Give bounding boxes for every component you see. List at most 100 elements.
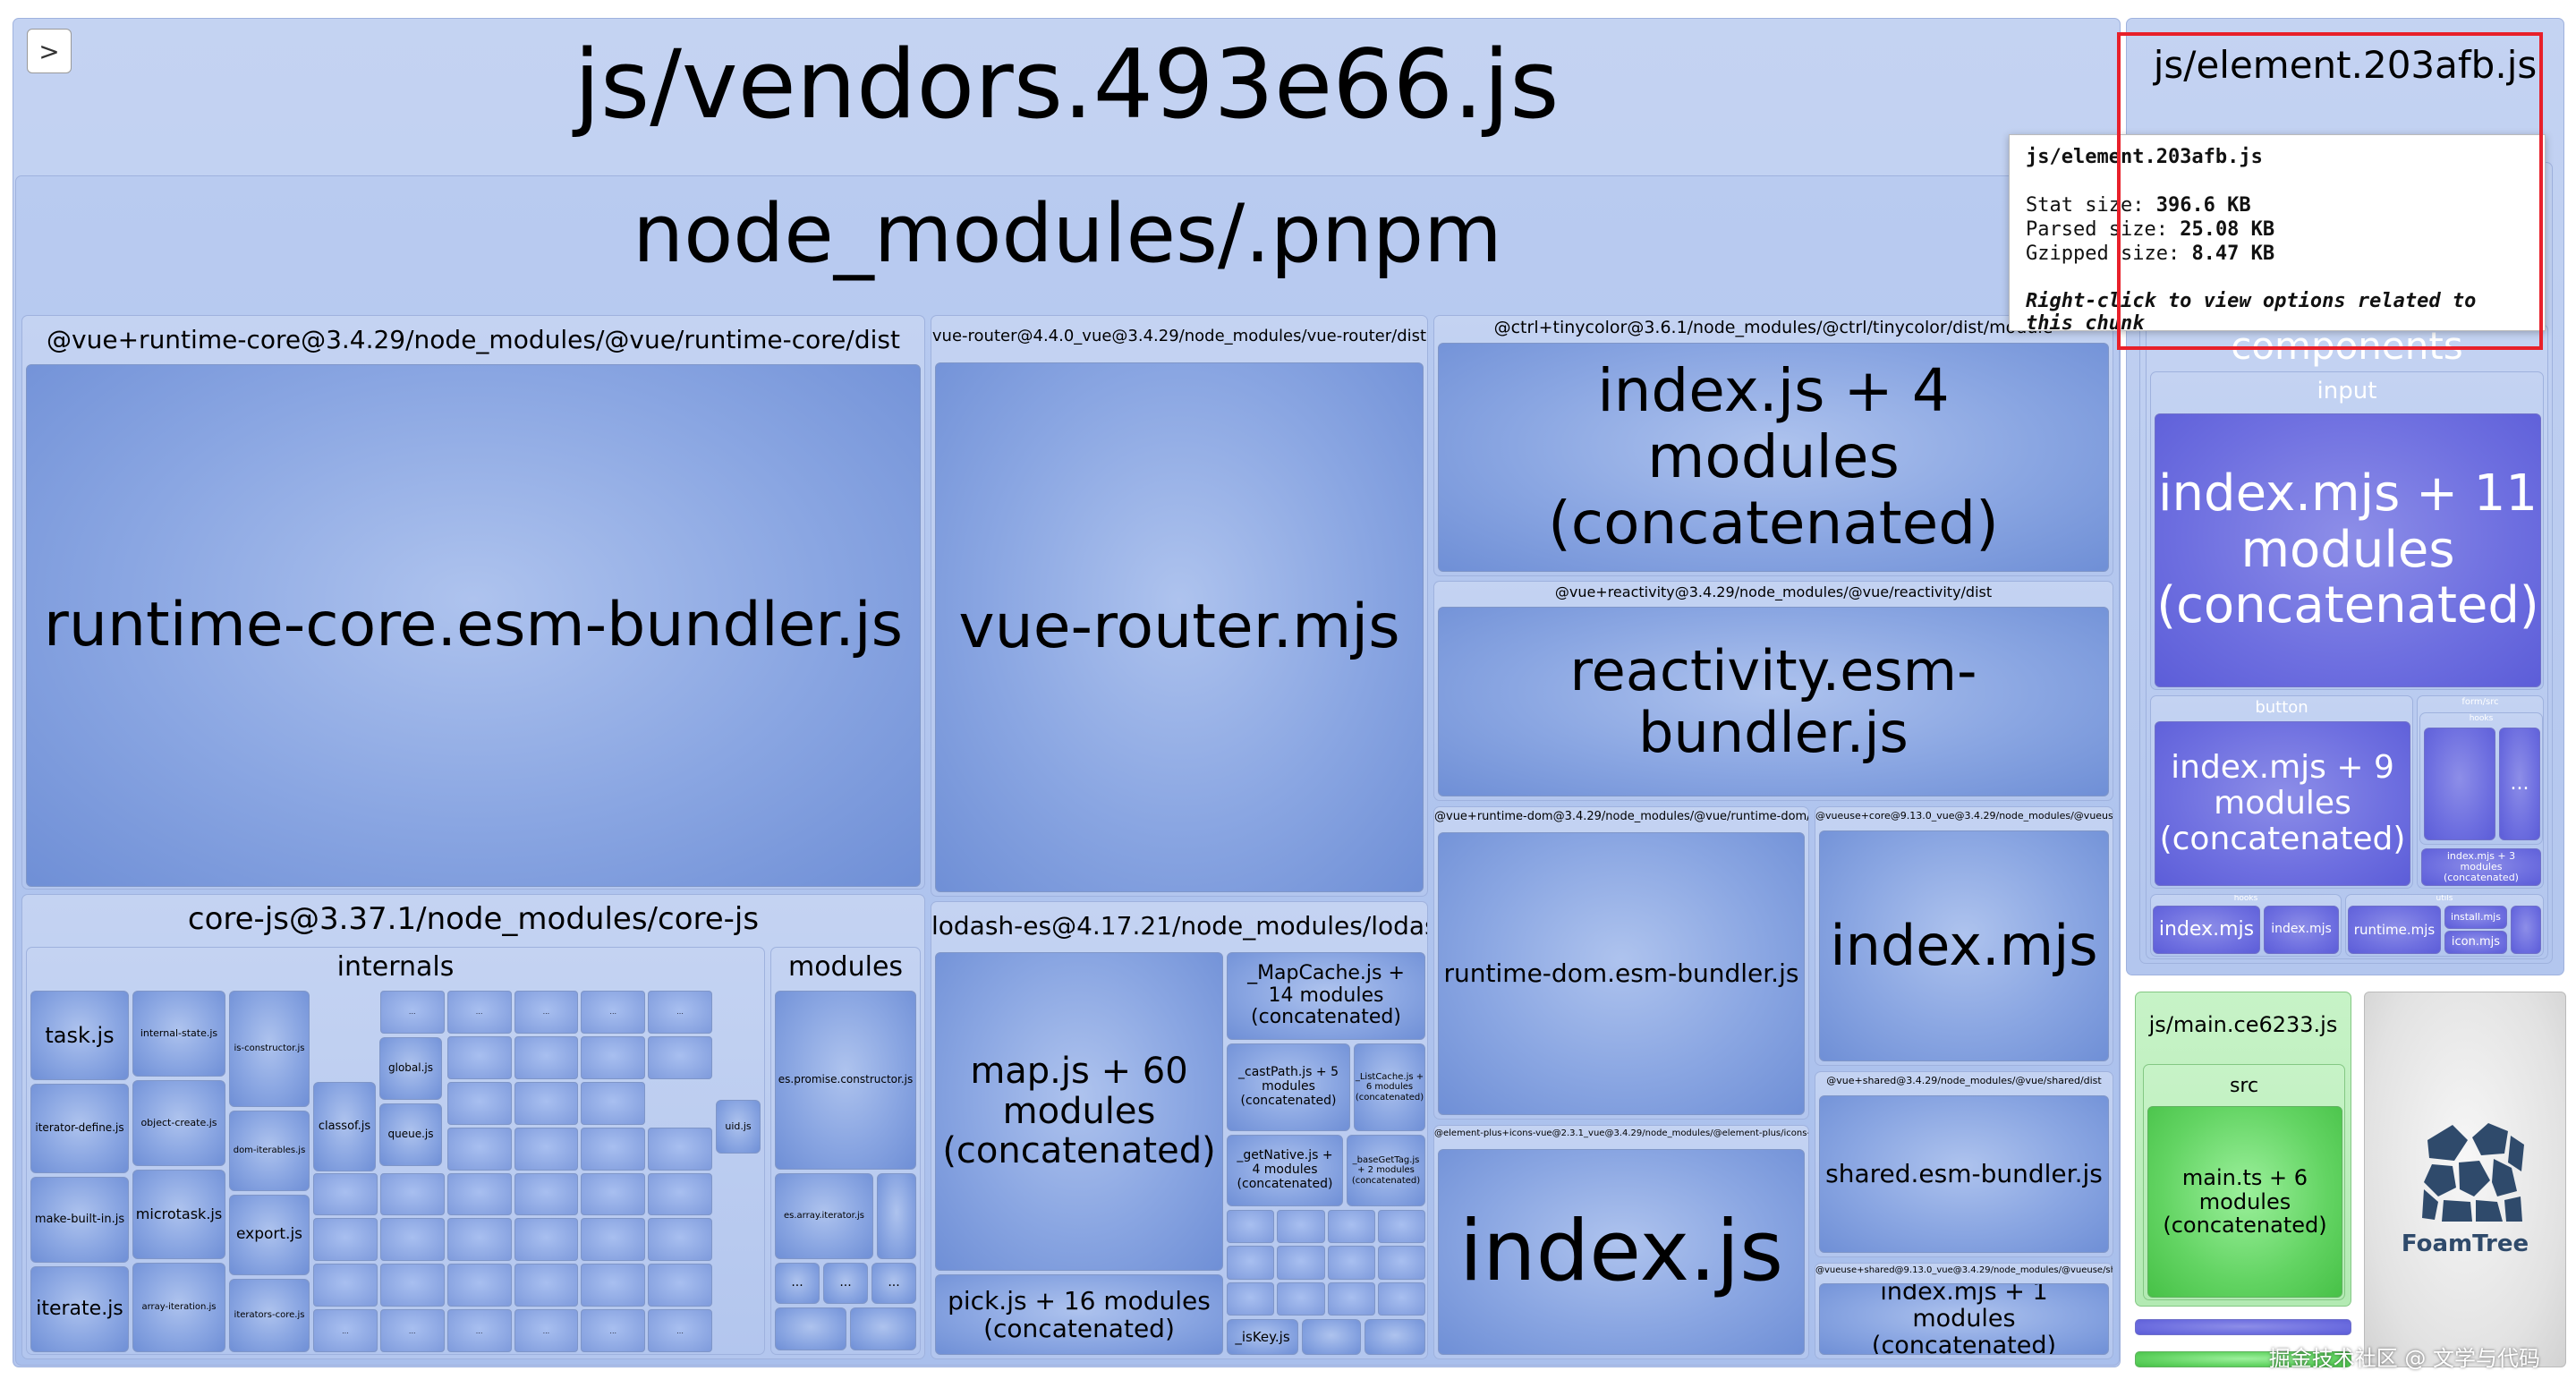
small-module[interactable] bbox=[581, 1264, 646, 1307]
group-core-js-internals[interactable]: internals task.js iterator-define.js mak… bbox=[26, 947, 765, 1355]
module-task-js[interactable]: task.js bbox=[30, 991, 129, 1080]
group-form-hooks[interactable]: hooks ... bbox=[2419, 712, 2543, 845]
sidebar-toggle-button[interactable]: > bbox=[27, 29, 72, 73]
small-module[interactable] bbox=[1377, 1246, 1425, 1280]
module-object-create[interactable]: object-create.js bbox=[132, 1080, 225, 1166]
small-module[interactable] bbox=[1327, 1246, 1375, 1280]
group-utils[interactable]: utils runtime.mjs install.mjs icon.mjs bbox=[2345, 894, 2544, 957]
group-vueuse-shared[interactable]: @vueuse+shared@9.13.0_vue@3.4.29/node_mo… bbox=[1815, 1263, 2113, 1359]
module-vue-shared[interactable]: shared.esm-bundler.js bbox=[1819, 1095, 2109, 1253]
small-module[interactable] bbox=[313, 1172, 378, 1216]
group-vueuse-core[interactable]: @vueuse+core@9.13.0_vue@3.4.29/node_modu… bbox=[1815, 806, 2113, 1066]
small-module[interactable] bbox=[1227, 1210, 1275, 1244]
group-runtime-dom[interactable]: @vue+runtime-dom@3.4.29/node_modules/@vu… bbox=[1433, 806, 1809, 1120]
small-module[interactable]: ... bbox=[581, 1309, 646, 1352]
group-components[interactable]: components input index.mjs + 11 modules … bbox=[2146, 324, 2548, 959]
module-runtime-mjs[interactable]: runtime.mjs bbox=[2348, 906, 2441, 954]
small-module[interactable] bbox=[446, 1218, 512, 1262]
module-basegettag[interactable]: _baseGetTag.js + 2 modules (concatenated… bbox=[1347, 1135, 1425, 1206]
module-es-array-iterator[interactable]: es.array.iterator.js bbox=[775, 1173, 873, 1259]
small-module[interactable] bbox=[581, 1127, 646, 1171]
group-vue-shared[interactable]: @vue+shared@3.4.29/node_modules/@vue/sha… bbox=[1815, 1071, 2113, 1257]
small-module[interactable]: ... bbox=[446, 991, 512, 1034]
small-module[interactable] bbox=[446, 1172, 512, 1216]
group-button[interactable]: button index.mjs + 9 modules (concatenat… bbox=[2150, 695, 2413, 889]
small-module[interactable] bbox=[581, 1081, 646, 1125]
module-main-ts[interactable]: main.ts + 6 modules (concatenated) bbox=[2147, 1106, 2342, 1298]
module-microtask[interactable]: microtask.js bbox=[132, 1170, 225, 1259]
small-module[interactable] bbox=[313, 1218, 378, 1262]
group-runtime-core[interactable]: @vue+runtime-core@3.4.29/node_modules/@v… bbox=[21, 315, 925, 890]
small-module[interactable] bbox=[648, 1035, 712, 1079]
small-module[interactable] bbox=[514, 1218, 579, 1262]
group-node-modules-pnpm[interactable]: node_modules/.pnpm @vue+runtime-core@3.4… bbox=[15, 175, 2120, 1366]
small-module[interactable] bbox=[2511, 906, 2541, 954]
small-module[interactable] bbox=[1365, 1319, 1425, 1355]
small-module[interactable] bbox=[581, 1218, 646, 1262]
small-module[interactable]: ... bbox=[379, 1309, 445, 1352]
module-reactivity[interactable]: reactivity.esm-bundler.js bbox=[1438, 607, 2109, 796]
group-input[interactable]: input index.mjs + 11 modules (concatenat… bbox=[2150, 371, 2544, 690]
small-module[interactable] bbox=[648, 1218, 712, 1262]
group-icons-vue[interactable]: @element-plus+icons-vue@2.3.1_vue@3.4.29… bbox=[1433, 1125, 1809, 1359]
small-module[interactable] bbox=[446, 1264, 512, 1307]
module-mapcache[interactable]: _MapCache.js + 14 modules (concatenated) bbox=[1227, 952, 1425, 1040]
module-iterator-define[interactable]: iterator-define.js bbox=[30, 1084, 129, 1173]
small-module[interactable] bbox=[1302, 1319, 1361, 1355]
module-queue[interactable]: queue.js bbox=[379, 1103, 442, 1166]
small-module[interactable] bbox=[648, 1172, 712, 1216]
module-hooks-index[interactable]: index.mjs bbox=[2153, 906, 2260, 954]
module-array-iteration[interactable]: array-iteration.js bbox=[132, 1263, 225, 1352]
small-module[interactable] bbox=[1377, 1210, 1425, 1244]
small-module[interactable]: ... bbox=[446, 1309, 512, 1352]
small-module[interactable] bbox=[313, 1264, 378, 1307]
small-module[interactable]: ... bbox=[581, 991, 646, 1034]
small-module[interactable] bbox=[1327, 1282, 1375, 1316]
small-module[interactable]: ... bbox=[313, 1309, 378, 1352]
module-tinycolor[interactable]: index.js + 4 modules (concatenated) bbox=[1438, 343, 2109, 572]
small-module[interactable] bbox=[446, 1035, 512, 1079]
group-core-js[interactable]: core-js@3.37.1/node_modules/core-js inte… bbox=[21, 894, 925, 1359]
module-dom-iterables[interactable]: dom-iterables.js bbox=[229, 1111, 310, 1191]
small-module[interactable] bbox=[581, 1035, 646, 1079]
small-module[interactable] bbox=[379, 1172, 445, 1216]
module-getnative[interactable]: _getNative.js + 4 modules (concatenated) bbox=[1227, 1135, 1343, 1206]
small-module[interactable]: ... bbox=[648, 1309, 712, 1352]
small-module[interactable] bbox=[446, 1081, 512, 1125]
small-module[interactable] bbox=[514, 1127, 579, 1171]
module-runtime-core[interactable]: runtime-core.esm-bundler.js bbox=[26, 364, 921, 887]
small-module[interactable] bbox=[379, 1218, 445, 1262]
group-components-hooks[interactable]: hooks index.mjs index.mjs bbox=[2150, 894, 2342, 957]
small-module[interactable] bbox=[1377, 1282, 1425, 1316]
small-module[interactable]: ... bbox=[2499, 728, 2540, 840]
module-listcache[interactable]: _ListCache.js + 6 modules (concatenated) bbox=[1354, 1043, 1425, 1131]
module-internal-state[interactable]: internal-state.js bbox=[132, 991, 225, 1077]
group-main-src[interactable]: src main.ts + 6 modules (concatenated) bbox=[2143, 1064, 2345, 1300]
group-lodash-es[interactable]: lodash-es@4.17.21/node_modules/lodash-es… bbox=[931, 901, 1428, 1359]
module-map-js[interactable]: map.js + 60 modules (concatenated) bbox=[935, 952, 1223, 1271]
small-module[interactable] bbox=[1277, 1246, 1325, 1280]
module-iskey[interactable]: _isKey.js bbox=[1227, 1319, 1298, 1355]
module-iterators-core[interactable]: iterators-core.js bbox=[229, 1279, 310, 1352]
small-module[interactable] bbox=[648, 1127, 712, 1171]
small-module[interactable] bbox=[1277, 1282, 1325, 1316]
group-core-js-modules[interactable]: modules es.promise.constructor.js es.arr… bbox=[770, 947, 921, 1355]
small-module[interactable] bbox=[648, 1264, 712, 1307]
module-install-mjs[interactable]: install.mjs bbox=[2444, 906, 2507, 929]
small-module[interactable] bbox=[1327, 1210, 1375, 1244]
module-castpath[interactable]: _castPath.js + 5 modules (concatenated) bbox=[1227, 1043, 1350, 1131]
chunk-vendors[interactable]: js/vendors.493e66.js node_modules/.pnpm … bbox=[13, 18, 2121, 1367]
small-module[interactable]: ... bbox=[871, 1263, 916, 1304]
small-module[interactable] bbox=[581, 1172, 646, 1216]
small-module[interactable] bbox=[379, 1264, 445, 1307]
module-classof[interactable]: classof.js bbox=[313, 1082, 376, 1171]
small-module[interactable] bbox=[514, 1081, 579, 1125]
small-module[interactable] bbox=[514, 1264, 579, 1307]
small-module[interactable] bbox=[514, 1172, 579, 1216]
small-module[interactable] bbox=[850, 1307, 916, 1350]
small-module[interactable] bbox=[1227, 1282, 1275, 1316]
small-module[interactable] bbox=[1227, 1246, 1275, 1280]
chunk-small-violet[interactable] bbox=[2135, 1319, 2351, 1335]
small-module[interactable]: ... bbox=[775, 1263, 820, 1304]
small-module[interactable]: ... bbox=[514, 1309, 579, 1352]
